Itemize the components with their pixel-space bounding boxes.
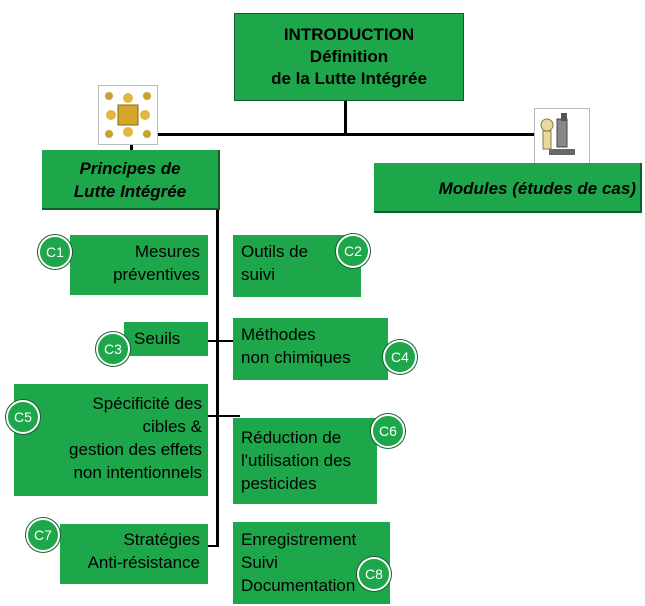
badge-c3: C3 [96, 332, 130, 366]
modules-label: Modules (études de cas) [438, 179, 636, 198]
definition-line: Définition [309, 47, 389, 66]
principles-line2: Lutte Intégrée [73, 182, 187, 201]
component-box-c1: Mesures préventives [70, 235, 208, 295]
integrated-control-line: de la Lutte Intégrée [271, 69, 427, 88]
c6-line1: Réduction de [241, 428, 342, 447]
c5-line4: non intentionnels [73, 463, 202, 482]
integrated-control-principles-header: Principes de Lutte Intégrée [42, 150, 220, 210]
badge-c5: C5 [6, 400, 40, 434]
connector-branch-c7 [205, 545, 219, 547]
c7-line1: Stratégies [123, 530, 200, 549]
c6-line2: l'utilisation des [241, 451, 352, 470]
c4-line1: Méthodes [241, 325, 316, 344]
c8-line3: Documentation [241, 576, 356, 595]
connector-trunk [216, 210, 219, 547]
component-box-c7: Stratégies Anti-résistance [60, 524, 208, 584]
badge-c1: C1 [38, 235, 72, 269]
microscope-person-icon [534, 108, 590, 166]
connector-branch-c3c4 [205, 340, 235, 342]
modules-header: Modules (études de cas) [374, 163, 642, 213]
component-box-c6: Réduction de l'utilisation des pesticide… [233, 418, 377, 504]
puzzle-people-icon [98, 85, 158, 145]
connector-horizontal [130, 133, 577, 136]
introduction-title: INTRODUCTION [283, 25, 415, 44]
c7-line2: Anti-résistance [87, 553, 200, 572]
c3-line1: Seuils [134, 329, 181, 348]
c5-line2: cibles & [142, 417, 202, 436]
principles-line1: Principes de [79, 159, 181, 178]
c8-line1: Enregistrement [241, 530, 357, 549]
badge-c7: C7 [26, 518, 60, 552]
c6-line3: pesticides [241, 474, 317, 493]
component-box-c4: Méthodes non chimiques [233, 318, 388, 380]
badge-c6: C6 [371, 414, 405, 448]
badge-c2: C2 [336, 234, 370, 268]
component-box-c3: Seuils [124, 322, 208, 356]
c8-line2: Suivi [241, 553, 278, 572]
connector-branch-c5c6 [205, 415, 240, 417]
c1-line2: préventives [113, 265, 200, 284]
badge-c4: C4 [383, 340, 417, 374]
c5-line1: Spécificité des [92, 394, 202, 413]
c2-line1: Outils de [241, 242, 309, 261]
c1-line1: Mesures [134, 242, 200, 261]
badge-c8: C8 [357, 557, 391, 591]
c5-line3: gestion des effets [69, 440, 202, 459]
introduction-box: INTRODUCTION Définition de la Lutte Inté… [234, 13, 464, 101]
c4-line2: non chimiques [241, 348, 351, 367]
component-box-c5: Spécificité des cibles & gestion des eff… [14, 384, 208, 496]
connector-top-vertical [344, 100, 347, 135]
c2-line2: suivi [241, 265, 276, 284]
